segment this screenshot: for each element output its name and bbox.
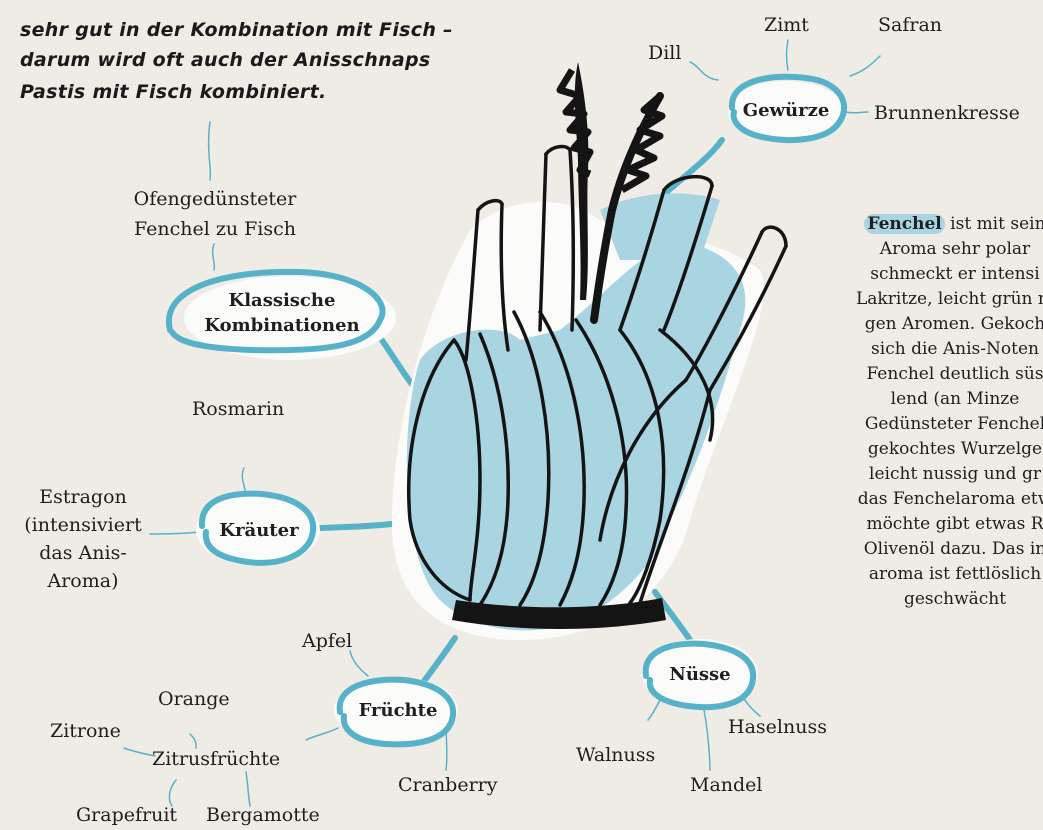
description-line: schmeckt er intensi (790, 262, 1043, 287)
nut-mandel: Mandel (690, 772, 763, 798)
nuts-node-title[interactable]: Nüsse (652, 662, 748, 687)
nut-walnuss: Walnuss (576, 742, 655, 768)
spice-dill: Dill (648, 40, 681, 66)
classic-title-line-1: Klassische (172, 288, 392, 313)
herbs-node-title[interactable]: Kräuter (206, 518, 312, 543)
description-line: das Fenchelaroma etw (790, 487, 1043, 512)
spices-node-title[interactable]: Gewürze (728, 98, 844, 123)
classic-title-line-2: Kombinationen (172, 313, 392, 338)
classic-node-title[interactable]: Klassische Kombinationen (172, 288, 392, 338)
description-first-line: Fenchel ist mit sein (790, 212, 1043, 237)
classic-item-line-2: Fenchel zu Fisch (110, 216, 320, 242)
description-line: Lakritze, leicht grün m (790, 287, 1043, 312)
description-block: Fenchel ist mit sein Aroma sehr polar sc… (790, 212, 1043, 612)
description-highlight: Fenchel (864, 214, 944, 234)
spice-safran: Safran (878, 12, 942, 38)
description-line: lend (an Minze (790, 387, 1043, 412)
note-line-1: sehr gut in der Kombination mit Fisch – (20, 14, 453, 46)
fruit-cranberry: Cranberry (398, 772, 498, 798)
fruit-bergamotte: Bergamotte (206, 802, 320, 828)
description-line: Gedünsteter Fenchel (790, 412, 1043, 437)
spice-brunnenkresse: Brunnenkresse (874, 100, 1020, 126)
description-line: gen Aromen. Gekoch (790, 312, 1043, 337)
description-line: aroma ist fettlöslich (790, 562, 1043, 587)
description-line: geschwächt (790, 587, 1043, 612)
fruits-node-title[interactable]: Früchte (346, 698, 450, 723)
nut-haselnuss: Haselnuss (728, 714, 827, 740)
fruit-grapefruit: Grapefruit (76, 802, 177, 828)
description-line: leicht nussig und gr (790, 462, 1043, 487)
herb-rosmarin: Rosmarin (192, 396, 284, 422)
description-line: Fenchel deutlich süs (790, 362, 1043, 387)
herb-estragon-line-4: Aroma) (0, 568, 166, 594)
description-line: Aroma sehr polar (790, 237, 1043, 262)
note-line-3: Pastis mit Fisch kombiniert. (20, 76, 327, 108)
fruit-apfel: Apfel (302, 628, 352, 654)
fruit-zitrusfruechte: Zitrusfrüchte (152, 746, 280, 772)
herb-estragon-line-1: Estragon (0, 484, 166, 510)
description-line: möchte gibt etwas R (790, 512, 1043, 537)
herb-estragon-line-3: das Anis- (0, 540, 166, 566)
note-line-2: darum wird oft auch der Anisschnaps (20, 44, 431, 76)
description-line: gekochtes Wurzelge (790, 437, 1043, 462)
description-first-rest: ist mit sein (945, 214, 1043, 234)
classic-item-line-1: Ofengedünsteter (110, 186, 320, 212)
fruit-orange: Orange (158, 686, 230, 712)
fennel-illustration (392, 62, 786, 640)
description-line: Olivenöl dazu. Das in (790, 537, 1043, 562)
description-line: sich die Anis-Noten (790, 337, 1043, 362)
herb-estragon-line-2: (intensiviert (0, 512, 166, 538)
fruit-zitrone: Zitrone (50, 718, 121, 744)
spice-zimt: Zimt (764, 12, 809, 38)
